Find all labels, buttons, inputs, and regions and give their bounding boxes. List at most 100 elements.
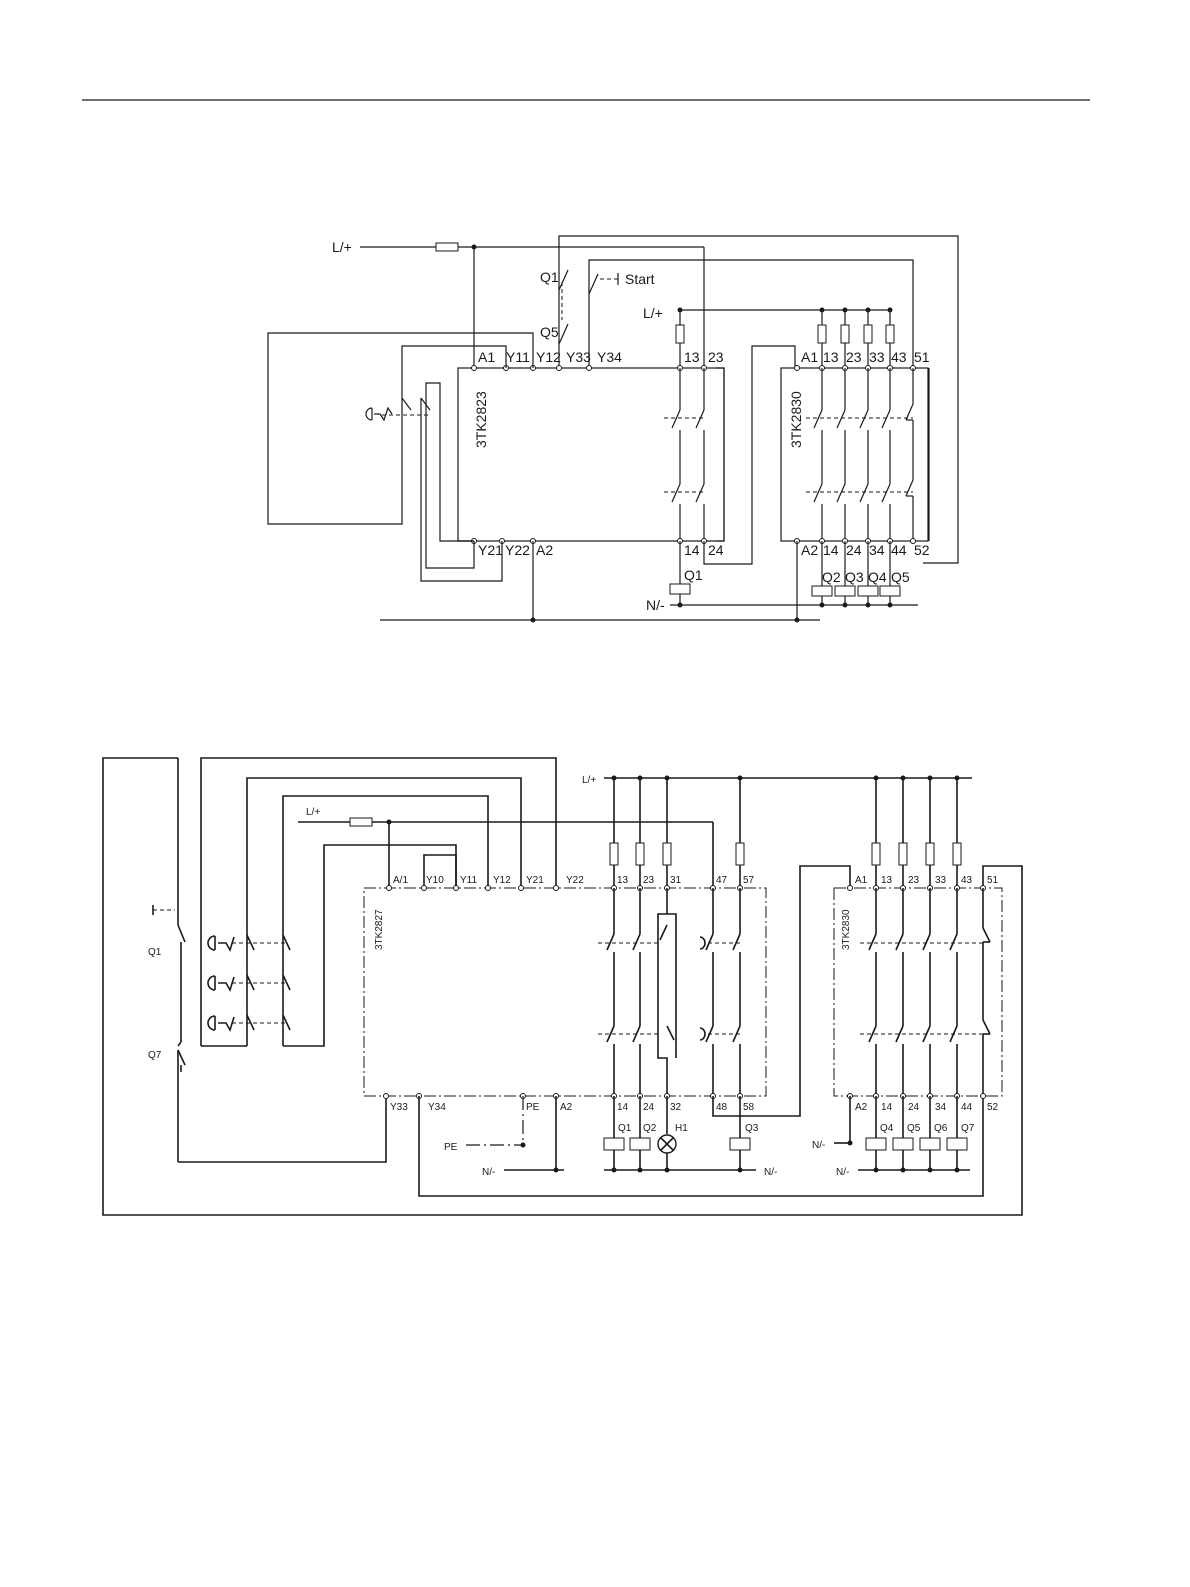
svg-text:24: 24 (908, 1102, 920, 1113)
coils-b2: Q4 Q5 Q6 Q7 (865, 1096, 975, 1170)
svg-text:Y33: Y33 (390, 1102, 408, 1113)
svg-text:52: 52 (914, 542, 930, 558)
svg-text:13: 13 (617, 875, 629, 886)
relay-a-label: 3TK2823 (473, 391, 489, 448)
supply-out-label: L/+ (643, 305, 663, 321)
svg-text:14: 14 (823, 542, 839, 558)
svg-text:14: 14 (617, 1102, 629, 1113)
relay-a2-bottom-terminals: Y33 Y34 PE A2 14 24 32 48 58 (390, 1102, 755, 1113)
svg-text:23: 23 (846, 349, 862, 365)
svg-text:Q4: Q4 (868, 569, 887, 585)
relay-3tk2823 (457, 367, 725, 542)
svg-text:23: 23 (708, 349, 724, 365)
svg-text:Y22: Y22 (566, 875, 584, 886)
relay-3tk2830-a (780, 367, 929, 542)
svg-text:48: 48 (716, 1102, 728, 1113)
svg-text:Y34: Y34 (428, 1102, 446, 1113)
svg-text:13: 13 (684, 349, 700, 365)
svg-text:Q5: Q5 (891, 569, 910, 585)
relay-b-label: 3TK2830 (788, 391, 804, 448)
svg-text:A2: A2 (536, 542, 553, 558)
relay-3tk2827 (363, 887, 767, 1097)
svg-text:34: 34 (869, 542, 885, 558)
svg-text:33: 33 (869, 349, 885, 365)
svg-text:24: 24 (846, 542, 862, 558)
svg-text:A/1: A/1 (393, 875, 408, 886)
estop-contacts (232, 934, 291, 1031)
supply-label-2: L/+ (582, 775, 596, 786)
svg-text:Q7: Q7 (961, 1123, 975, 1134)
svg-text:PE: PE (526, 1102, 540, 1113)
relay-a-bottom-terminals: Y21 Y22 A2 14 24 (478, 542, 724, 558)
svg-text:N/-: N/- (764, 1167, 777, 1178)
svg-text:44: 44 (891, 542, 907, 558)
svg-text:44: 44 (961, 1102, 973, 1113)
svg-text:24: 24 (708, 542, 724, 558)
svg-text:Q2: Q2 (822, 569, 841, 585)
svg-text:47: 47 (716, 875, 728, 886)
svg-text:Q3: Q3 (745, 1123, 759, 1134)
fuses-top (609, 778, 962, 888)
svg-text:Y33: Y33 (566, 349, 591, 365)
svg-text:58: 58 (743, 1102, 755, 1113)
q7-label: Q7 (148, 1050, 162, 1061)
relay-b2-bottom-terminals: A2 14 24 34 44 52 (855, 1102, 999, 1113)
svg-text:13: 13 (881, 875, 893, 886)
relay-a2-label: 3TK2827 (374, 909, 385, 950)
svg-text:Y21: Y21 (478, 542, 503, 558)
svg-text:Q3: Q3 (845, 569, 864, 585)
svg-text:A1: A1 (855, 875, 868, 886)
svg-text:14: 14 (684, 542, 700, 558)
svg-text:33: 33 (935, 875, 947, 886)
svg-text:Y22: Y22 (505, 542, 530, 558)
q5-label: Q5 (540, 324, 559, 340)
q1-label-2: Q1 (148, 947, 162, 958)
svg-text:51: 51 (914, 349, 930, 365)
svg-text:Q6: Q6 (934, 1123, 948, 1134)
svg-text:H1: H1 (675, 1123, 688, 1134)
svg-text:51: 51 (987, 875, 999, 886)
svg-text:Q2: Q2 (643, 1123, 657, 1134)
coils-q2-q5: Q2 Q3 Q4 Q5 (811, 541, 910, 605)
pe-label: PE (444, 1142, 458, 1153)
svg-text:Y12: Y12 (493, 875, 511, 886)
svg-text:23: 23 (643, 875, 655, 886)
supply-left-label: L/+ (306, 807, 320, 818)
svg-text:23: 23 (908, 875, 920, 886)
svg-text:A2: A2 (855, 1102, 868, 1113)
svg-text:57: 57 (743, 875, 755, 886)
q1-label: Q1 (540, 269, 559, 285)
supply-label: L/+ (332, 239, 352, 255)
coil-q1-label: Q1 (684, 567, 703, 583)
relay-b-bottom-terminals: A2 14 24 34 44 52 (801, 542, 930, 558)
svg-text:14: 14 (881, 1102, 893, 1113)
relay-a-top-terminals: A1 Y11 Y12 Y33 Y34 13 23 (478, 349, 724, 365)
svg-text:24: 24 (643, 1102, 655, 1113)
svg-text:Q1: Q1 (618, 1123, 632, 1134)
circuit-diagram-2: Q1 Q7 L/+ (102, 757, 1023, 1216)
svg-text:Y34: Y34 (597, 349, 622, 365)
svg-text:43: 43 (961, 875, 973, 886)
relay-3tk2830-b (833, 887, 1003, 1097)
svg-text:32: 32 (670, 1102, 682, 1113)
estop-mushroom-icons (207, 935, 235, 1033)
svg-text:A1: A1 (801, 349, 818, 365)
svg-text:43: 43 (891, 349, 907, 365)
svg-text:34: 34 (935, 1102, 947, 1113)
svg-text:Y11: Y11 (460, 875, 477, 886)
neutral-label: N/- (646, 597, 665, 613)
relay-b2-label: 3TK2830 (841, 909, 852, 950)
svg-text:A2: A2 (801, 542, 818, 558)
svg-text:13: 13 (823, 349, 839, 365)
relay-a2-top-terminals: A/1 Y10 Y11 Y12 Y21 Y22 13 23 31 47 57 (393, 875, 755, 886)
svg-text:A1: A1 (478, 349, 495, 365)
relay-b2-top-terminals: A1 13 23 33 43 51 (855, 875, 999, 886)
svg-text:Q5: Q5 (907, 1123, 921, 1134)
svg-text:52: 52 (987, 1102, 999, 1113)
svg-text:Y10: Y10 (426, 875, 444, 886)
svg-text:Y11: Y11 (506, 349, 530, 365)
svg-text:N/-: N/- (812, 1140, 825, 1151)
svg-text:Y21: Y21 (526, 875, 544, 886)
coils-a2: Q1 Q2 H1 Q3 (603, 1096, 759, 1170)
